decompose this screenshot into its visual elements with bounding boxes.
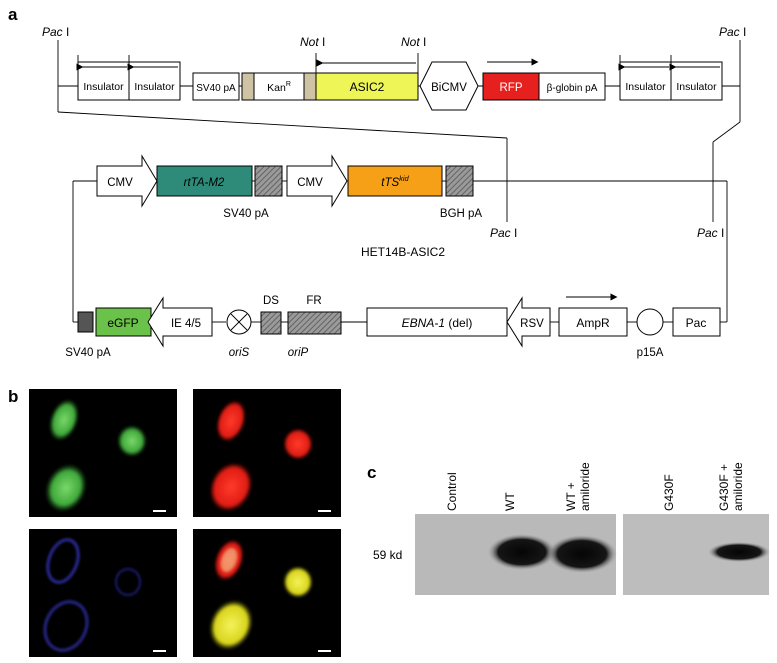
ie45-promoter: IE 4/5 — [147, 296, 213, 348]
rsv-label: RSV — [520, 318, 544, 330]
not-left-label: Not I — [300, 35, 325, 49]
bgh-label: BGH pA — [440, 208, 483, 220]
bicmv-label: BiCMV — [431, 82, 467, 94]
tile-merged — [193, 529, 341, 657]
ie45-label: IE 4/5 — [171, 318, 201, 330]
pac-gene-label: Pac — [686, 316, 707, 330]
cmv-promoter-1: CMV — [96, 154, 158, 208]
p15a-origin: p15A — [636, 308, 664, 359]
tile-red-fluorescence — [193, 389, 341, 517]
insulator-right-pair: Insulator Insulator — [618, 55, 723, 101]
panel-c-label: c — [367, 463, 376, 482]
scale-bar — [318, 510, 331, 512]
ds-element: DS — [260, 295, 282, 335]
scale-bar — [153, 650, 166, 652]
panel-b-label: b — [8, 387, 18, 406]
egfp-gene: eGFP — [95, 307, 152, 337]
marker-label: 59 kd — [373, 548, 402, 562]
cmv-promoter-2: CMV — [286, 154, 348, 208]
cmv2-label: CMV — [297, 177, 323, 189]
rfp-label: RFP — [500, 82, 523, 94]
tile-green-fluorescence — [29, 389, 177, 517]
lane-label-control: Control — [445, 472, 459, 511]
tile-blue-fluorescence — [29, 529, 177, 657]
sv40pa-top-label: SV40 pA — [223, 208, 269, 220]
sv40pa-bottom: SV40 pA — [65, 311, 111, 359]
pac-gene: Pac — [672, 307, 721, 337]
sv40pa-insert: SV40 pA — [192, 72, 240, 101]
bicmv-promoter: BiCMV — [419, 61, 479, 111]
sv40pa-bottom-label: SV40 pA — [65, 347, 111, 359]
lane-label-g430f: G430F — [662, 474, 676, 511]
kan-label: KanR — [267, 81, 291, 94]
western-blot-right — [623, 514, 770, 595]
rsv-promoter: RSV — [506, 296, 551, 348]
lane-label-wt-amiloride-1: WT + — [564, 482, 578, 511]
lane-label-wt-amiloride-2: amiloride — [578, 462, 592, 511]
lane-label-wt: WT — [503, 492, 517, 511]
kan-resistance: KanR — [241, 72, 317, 101]
egfp-label: eGFP — [107, 316, 138, 330]
orip-label: oriP — [288, 347, 309, 359]
vector-name: HET14B-ASIC2 — [361, 245, 445, 259]
pac-right-label: Pac I — [719, 25, 746, 39]
lane-label-g430f-amiloride-1: G430F + — [717, 464, 731, 511]
rtta-label: rtTA-M2 — [184, 177, 225, 189]
fr-element: FR oriP — [287, 295, 342, 359]
insulator-2-label: Insulator — [134, 81, 175, 93]
bglobin-pa: β-globin pA — [538, 72, 606, 101]
scale-bar — [318, 650, 331, 652]
ebna1-gene: EBNA-1 (del) — [366, 307, 508, 337]
asic2-gene: ASIC2 — [315, 53, 419, 101]
scale-bar — [153, 510, 166, 512]
ebna1-label: EBNA-1 (del) — [402, 316, 473, 330]
ds-label: DS — [263, 295, 279, 307]
tts-label: tTSkid — [381, 174, 409, 189]
insulator-4-label: Insulator — [676, 81, 717, 93]
not-right-label: Not I — [401, 35, 426, 49]
lane-label-g430f-amiloride-2: amiloride — [731, 462, 745, 511]
sv40pa-top: SV40 pA — [223, 165, 287, 220]
ampr-label: AmpR — [576, 316, 610, 330]
asic2-label: ASIC2 — [350, 80, 385, 94]
ampr-gene: AmpR — [558, 293, 628, 337]
pac-mid-label: Pac I — [490, 226, 517, 240]
lane-labels: Control WT WT + amiloride G430F G430F + … — [445, 462, 745, 511]
rtta-gene: rtTA-M2 — [156, 165, 253, 197]
cmv1-label: CMV — [107, 177, 133, 189]
bglobin-label: β-globin pA — [547, 83, 598, 94]
panel-a-label: a — [8, 5, 18, 24]
bgh-pa: BGH pA — [440, 165, 483, 220]
insulator-1-label: Insulator — [83, 81, 124, 93]
western-blot-left — [415, 514, 617, 595]
pac-mid-right-label: Pac I — [697, 226, 724, 240]
vector-backbone — [72, 180, 728, 323]
insulator-left-pair: Insulator Insulator — [76, 55, 181, 101]
oris-element: oriS — [226, 309, 252, 359]
pac-left-label: Pac I — [42, 25, 69, 39]
insulator-3-label: Insulator — [625, 81, 666, 93]
oris-label: oriS — [229, 347, 250, 359]
rfp-gene: RFP — [482, 58, 540, 101]
fr-label: FR — [306, 295, 321, 307]
tts-gene: tTSkid — [347, 165, 443, 197]
p15a-label: p15A — [637, 347, 664, 359]
sv40pa-insert-label: SV40 pA — [196, 83, 236, 94]
